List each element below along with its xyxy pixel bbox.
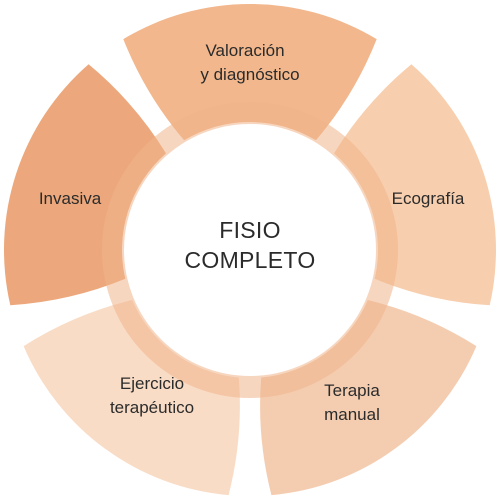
segment-invasiva-line1: Invasiva: [39, 189, 102, 208]
segment-terapia-line2: manual: [324, 405, 380, 424]
segment-ejercicio-line1: Ejercicio: [120, 374, 184, 393]
segment-ejercicio-label: Ejercicio terapéutico: [110, 374, 194, 417]
center-title-line1: FISIO: [219, 217, 281, 243]
center-circle: [134, 134, 366, 366]
segment-terapia-label: Terapia manual: [324, 381, 380, 424]
segment-ejercicio-line2: terapéutico: [110, 398, 194, 417]
segment-terapia-shape: [260, 300, 477, 496]
segment-ecografia-line1: Ecografía: [392, 189, 465, 208]
center-title-line2: COMPLETO: [184, 247, 315, 273]
segment-terapia-line1: Terapia: [324, 381, 380, 400]
segment-ecografia-label: Ecografía: [392, 189, 465, 208]
segment-valoracion-line1: Valoración: [205, 41, 284, 60]
segment-invasiva-shape: [3, 64, 167, 306]
segment-valoracion-line2: y diagnóstico: [200, 65, 299, 84]
segment-shapes: [3, 3, 497, 496]
segment-invasiva-label: Invasiva: [39, 189, 102, 208]
segment-ejercicio-shape: [23, 300, 240, 496]
inner-ring: [102, 102, 398, 398]
segment-valoracion-label: Valoración y diagnóstico: [200, 41, 299, 84]
segment-valoracion-shape: [123, 3, 377, 141]
segment-ecografia-shape: [334, 64, 497, 306]
